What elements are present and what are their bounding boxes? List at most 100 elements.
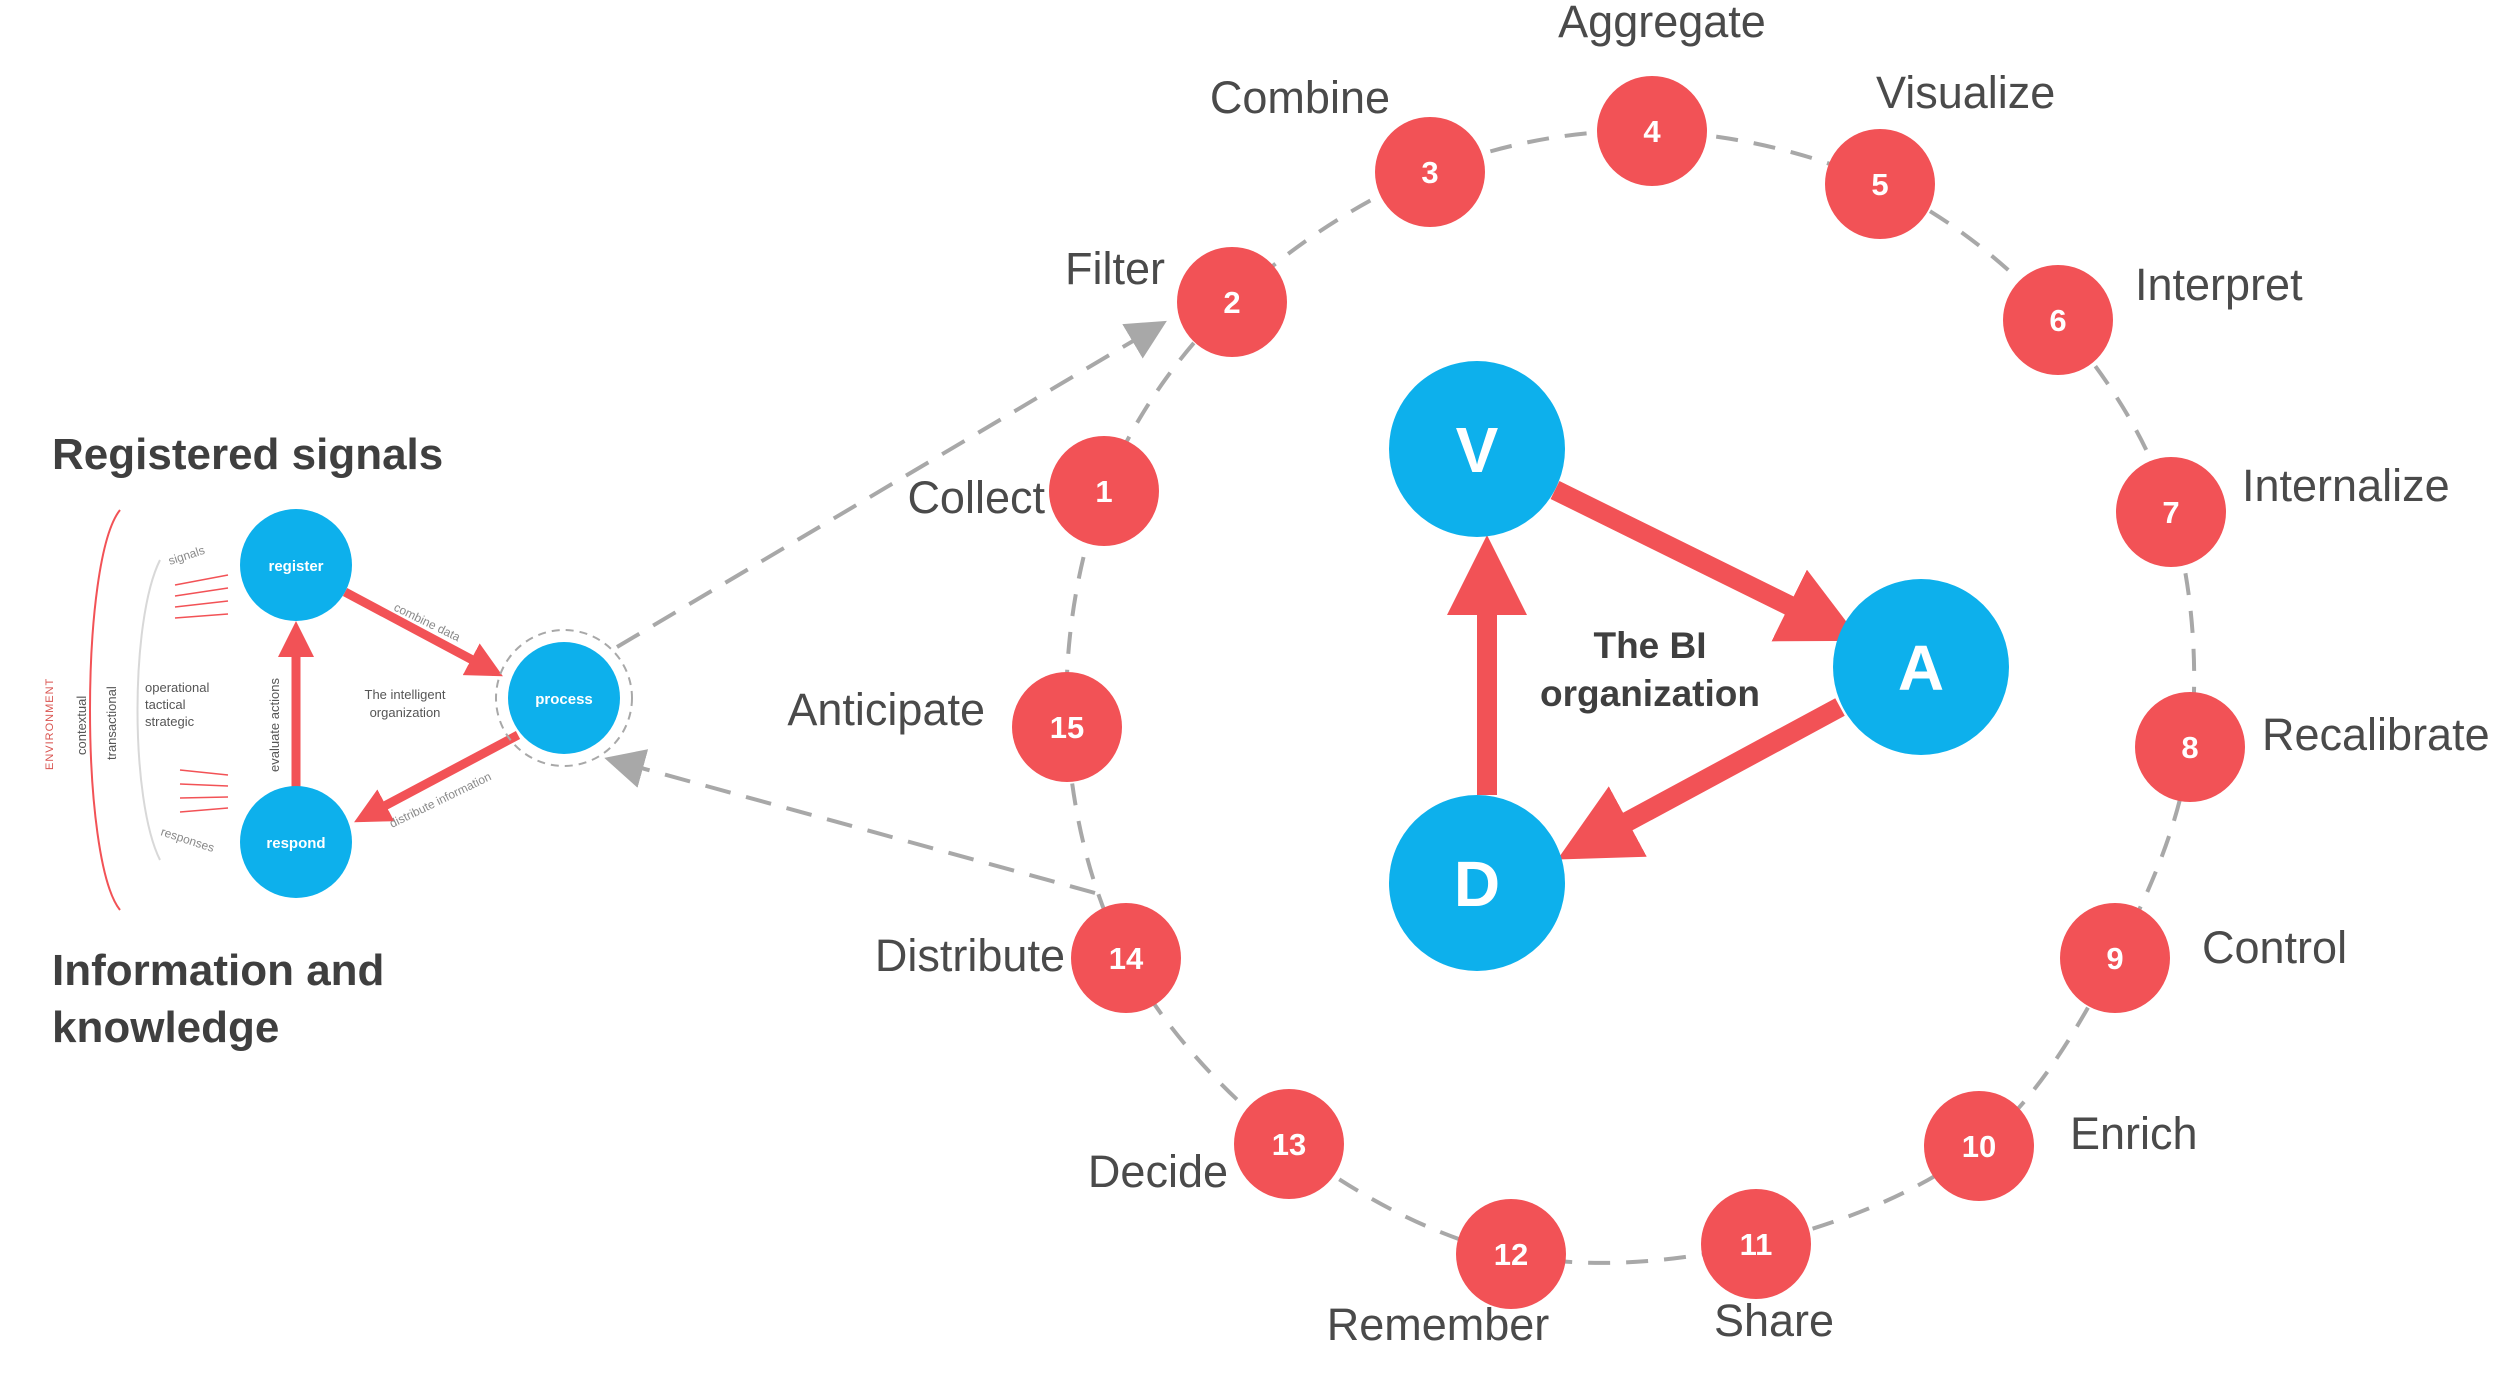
step-9-circle bbox=[2060, 903, 2170, 1013]
arrow-a-to-d bbox=[1557, 698, 1845, 860]
step-2-label: Filter bbox=[1065, 243, 1165, 294]
node-process-label: process bbox=[535, 691, 593, 708]
step-15: 15 Anticipate bbox=[787, 672, 1122, 782]
step-1: 1 Collect bbox=[907, 436, 1159, 546]
signal-arrows bbox=[174, 574, 229, 813]
level-operational: operational bbox=[145, 680, 209, 695]
step-2: 2 Filter bbox=[1065, 243, 1287, 357]
step-4: 4 Aggregate bbox=[1558, 0, 1766, 186]
bi-org-title-line2: organization bbox=[1540, 673, 1760, 714]
step-10-circle bbox=[1924, 1091, 2034, 1201]
inner-bracket bbox=[136, 559, 161, 861]
intelligent-organization-diagram: Registered signals Information and knowl… bbox=[44, 430, 633, 1052]
step-11-circle bbox=[1701, 1189, 1811, 1299]
arrow-register-to-process bbox=[342, 588, 503, 677]
step-2-number: 2 bbox=[1223, 285, 1240, 320]
node-d-letter: D bbox=[1454, 848, 1500, 920]
step-4-number: 4 bbox=[1643, 114, 1661, 149]
step-5: 5 Visualize bbox=[1825, 67, 2055, 239]
step-11-label: Share bbox=[1714, 1295, 1834, 1346]
zoom-line-top bbox=[615, 320, 1167, 649]
bi-cycle: 1 Collect 2 Filter 3 Combine 4 Aggregate 5 Visual… bbox=[787, 0, 2489, 1350]
step-12-number: 12 bbox=[1494, 1237, 1528, 1272]
vad-triangle: V A D The BI organization bbox=[1389, 361, 2009, 971]
step-8-label: Recalibrate bbox=[2262, 709, 2490, 760]
intelligent-org-label-1: The intelligent bbox=[365, 687, 446, 702]
node-register: register bbox=[240, 509, 352, 621]
transactional-label: transactional bbox=[104, 686, 119, 760]
step-2-circle bbox=[1177, 247, 1287, 357]
step-4-label: Aggregate bbox=[1558, 0, 1766, 47]
node-process: process bbox=[495, 629, 633, 767]
step-3-label: Combine bbox=[1210, 72, 1390, 123]
step-10-number: 10 bbox=[1962, 1129, 1996, 1164]
node-a-letter: A bbox=[1898, 632, 1944, 704]
node-respond: respond bbox=[240, 786, 352, 898]
step-14-number: 14 bbox=[1109, 941, 1144, 976]
step-15-circle bbox=[1012, 672, 1122, 782]
step-3-circle bbox=[1375, 117, 1485, 227]
heading-registered-signals: Registered signals bbox=[52, 430, 443, 479]
step-15-label: Anticipate bbox=[787, 684, 985, 735]
bi-org-title-line1: The BI bbox=[1593, 625, 1706, 666]
step-10: 10 Enrich bbox=[1924, 1091, 2198, 1201]
step-3: 3 Combine bbox=[1210, 72, 1485, 227]
step-4-circle bbox=[1597, 76, 1707, 186]
step-10-label: Enrich bbox=[2070, 1108, 2198, 1159]
heading-information-knowledge-line1: Information and bbox=[52, 946, 384, 995]
step-7-number: 7 bbox=[2162, 495, 2179, 530]
step-8-circle bbox=[2135, 692, 2245, 802]
step-14-circle bbox=[1071, 903, 1181, 1013]
intelligent-org-label-2: organization bbox=[370, 705, 441, 720]
step-7-label: Internalize bbox=[2242, 460, 2450, 511]
step-15-number: 15 bbox=[1050, 710, 1084, 745]
evaluate-actions-label: evaluate actions bbox=[267, 678, 282, 772]
responses-label: responses bbox=[159, 825, 216, 855]
node-d bbox=[1389, 795, 1565, 971]
level-strategic: strategic bbox=[145, 714, 195, 729]
step-8-number: 8 bbox=[2181, 730, 2198, 765]
step-11-number: 11 bbox=[1740, 1227, 1773, 1262]
contextual-label: contextual bbox=[74, 696, 89, 755]
step-13-circle bbox=[1234, 1089, 1344, 1199]
cycle-steps: 1 Collect 2 Filter 3 Combine 4 Aggregate 5 Visual… bbox=[787, 0, 2489, 1350]
step-6-circle bbox=[2003, 265, 2113, 375]
step-13-label: Decide bbox=[1088, 1146, 1228, 1197]
step-12-circle bbox=[1456, 1199, 1566, 1309]
step-3-number: 3 bbox=[1421, 155, 1438, 190]
step-1-number: 1 bbox=[1095, 474, 1112, 509]
step-5-label: Visualize bbox=[1876, 67, 2055, 118]
level-tactical: tactical bbox=[145, 697, 186, 712]
cycle-dashed-ring bbox=[1064, 128, 2197, 1265]
step-6-label: Interpret bbox=[2135, 259, 2303, 310]
heading-information-knowledge-line2: knowledge bbox=[52, 1003, 279, 1052]
environment-bracket bbox=[89, 509, 121, 911]
step-7: 7 Internalize bbox=[2116, 457, 2450, 567]
step-12-label: Remember bbox=[1327, 1299, 1550, 1350]
step-1-label: Collect bbox=[907, 472, 1045, 523]
arrow-v-to-a bbox=[1550, 481, 1861, 642]
process-highlight-ring bbox=[495, 629, 633, 767]
arrow-process-to-respond bbox=[354, 731, 521, 823]
step-7-circle bbox=[2116, 457, 2226, 567]
node-register-label: register bbox=[268, 558, 323, 575]
node-v bbox=[1389, 361, 1565, 537]
environment-label: ENVIRONMENT bbox=[44, 678, 56, 770]
node-a bbox=[1833, 579, 2009, 755]
step-13-number: 13 bbox=[1272, 1127, 1306, 1162]
step-9-label: Control bbox=[2202, 922, 2347, 973]
node-v-letter: V bbox=[1456, 414, 1499, 486]
step-5-circle bbox=[1825, 129, 1935, 239]
step-9: 9 Control bbox=[2060, 903, 2347, 1013]
step-6-number: 6 bbox=[2049, 303, 2066, 338]
step-9-number: 9 bbox=[2106, 941, 2123, 976]
zoom-line-bottom bbox=[604, 749, 1096, 895]
signals-label: signals bbox=[167, 543, 207, 568]
step-8: 8 Recalibrate bbox=[2135, 692, 2490, 802]
step-5-number: 5 bbox=[1871, 167, 1888, 202]
